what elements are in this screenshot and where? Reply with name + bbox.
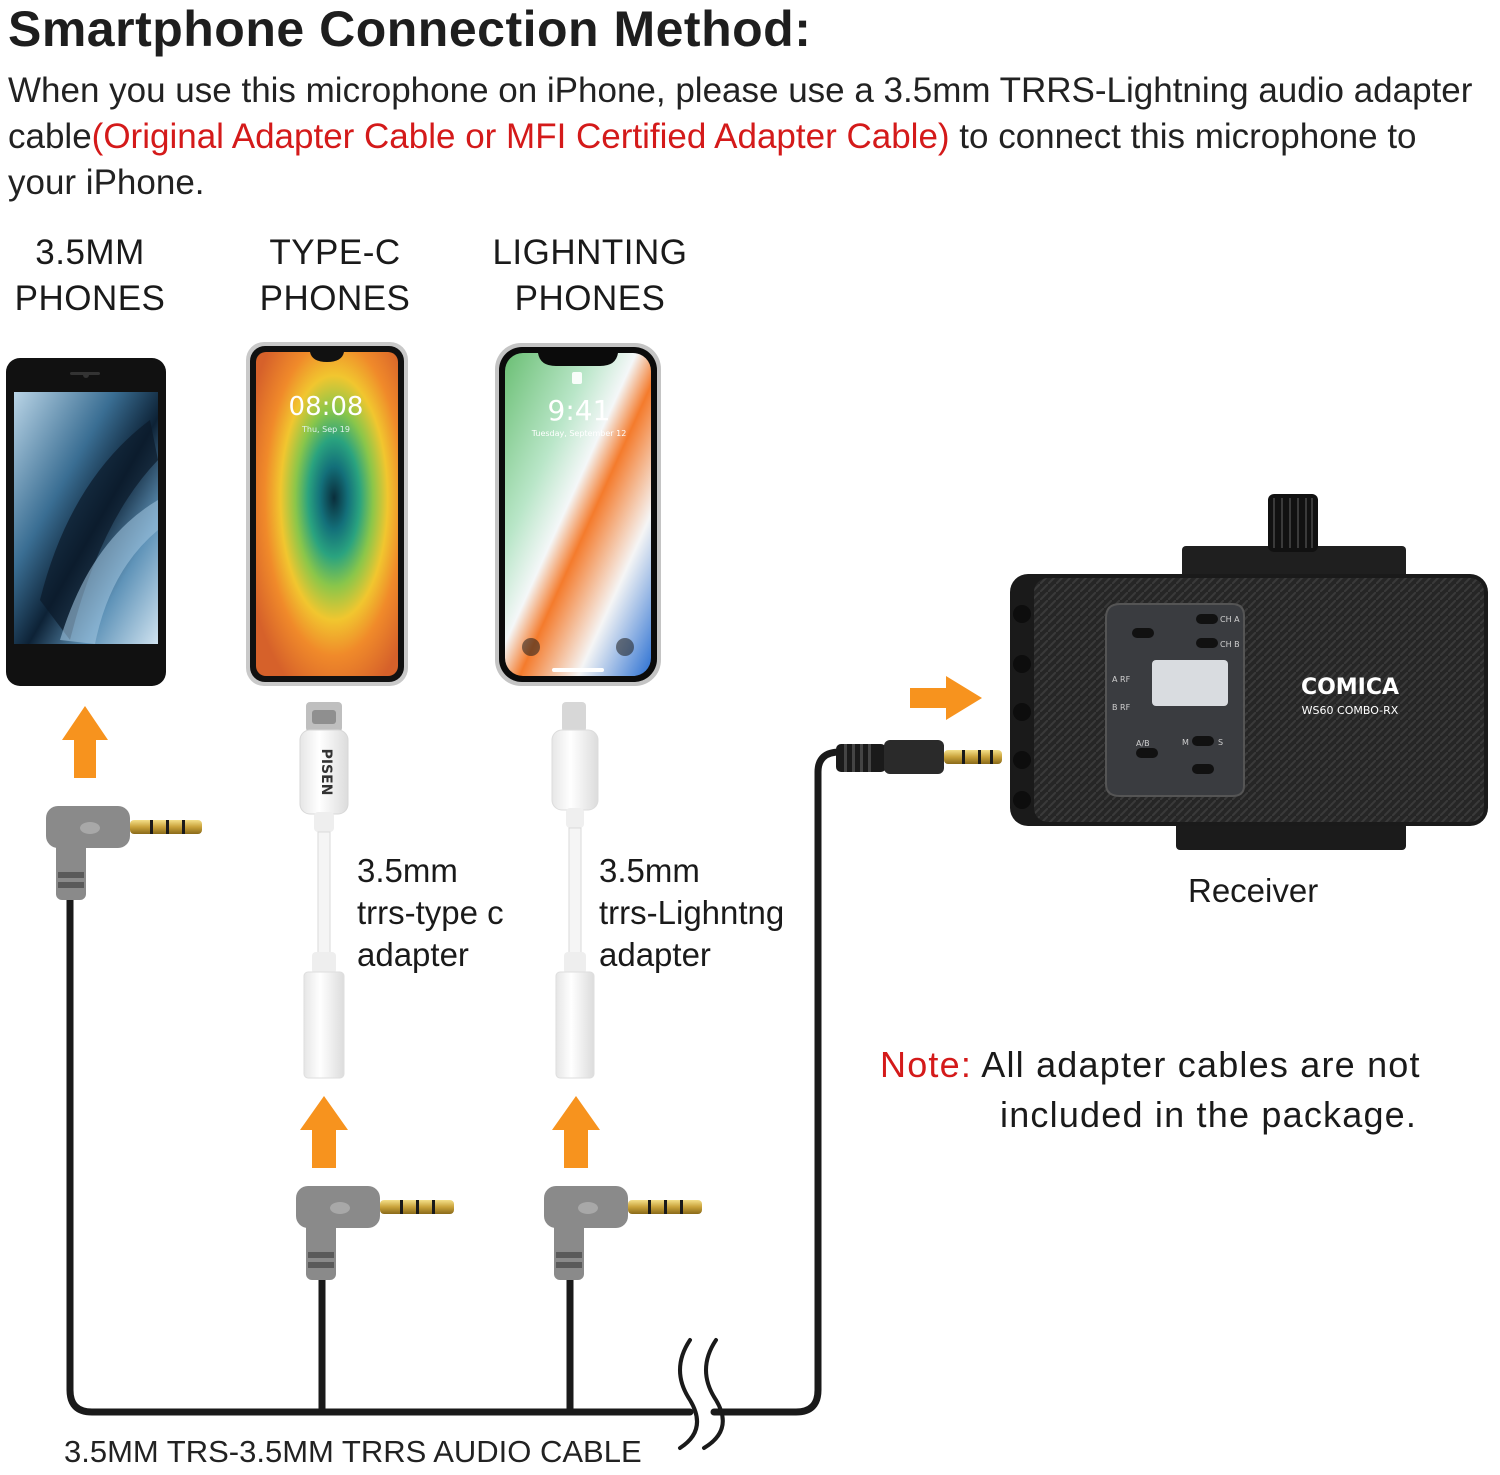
panel-label: A RF xyxy=(1112,675,1131,684)
note: Note: All adapter cables are not included… xyxy=(880,1040,1421,1140)
iphone: 9:41 Tuesday, September 12 xyxy=(495,343,661,686)
camera-icon xyxy=(616,638,634,656)
android-phone xyxy=(6,358,166,686)
arrows xyxy=(62,676,982,1168)
page-title: Smartphone Connection Method: xyxy=(8,1,812,57)
category-line: PHONES xyxy=(14,279,166,318)
typec-phone: 08:08 Thu, Sep 19 xyxy=(246,342,408,686)
category-line: PHONES xyxy=(514,279,666,318)
straight-plug xyxy=(836,740,1002,774)
note-line-1: All adapter cables are not xyxy=(972,1044,1421,1085)
adapter-label-line: 3.5mm xyxy=(599,852,700,889)
category-line: TYPE-C xyxy=(269,233,401,272)
panel-label: CH A xyxy=(1220,615,1240,624)
adapter-label-line: trrs-Lighntng xyxy=(599,894,785,931)
receiver-brand-logo: COMICA xyxy=(1301,675,1399,700)
adapter-label-line: 3.5mm xyxy=(357,852,458,889)
cable-label: 3.5MM TRS-3.5MM TRRS AUDIO CABLE xyxy=(64,1434,642,1469)
note-line-2: included in the package. xyxy=(1000,1094,1418,1135)
category-typec-phones: TYPE-C PHONES xyxy=(245,230,425,322)
receiver-model: WS60 COMBO-RX xyxy=(1302,704,1399,717)
category-35mm-phones: 3.5MM PHONES xyxy=(10,230,170,322)
right-angle-plug xyxy=(544,1186,702,1280)
panel-label: CH B xyxy=(1220,640,1240,649)
category-line: LIGHNTING xyxy=(492,233,688,272)
intro-text-1: When you use this microphone on iPhone, … xyxy=(8,71,1473,156)
right-angle-plug xyxy=(46,806,202,900)
typec-adapter-label: 3.5mm trrs-type c adapter xyxy=(357,850,504,976)
arrow-up-icon xyxy=(62,706,108,778)
receiver-device: CH A CH B A RF B RF A/B M S COMICA WS60 … xyxy=(1010,494,1488,850)
flashlight-icon xyxy=(522,638,540,656)
arrow-up-icon xyxy=(300,1096,348,1168)
typec-adapter: PISEN xyxy=(299,702,349,1079)
adapter-label-line: adapter xyxy=(357,936,469,973)
audio-cable xyxy=(66,748,850,1416)
adapter-label-line: adapter xyxy=(599,936,711,973)
arrow-right-icon xyxy=(910,676,982,720)
typec-lock-date: Thu, Sep 19 xyxy=(301,425,350,434)
intro-highlight: (Original Adapter Cable or MFI Certified… xyxy=(91,117,950,156)
adapter-label-line: trrs-type c xyxy=(357,894,504,931)
typec-lock-time: 08:08 xyxy=(289,392,364,422)
lightning-adapter xyxy=(551,702,599,1079)
adapter-brand-logo: PISEN xyxy=(318,749,334,796)
intro-text-2: to connect this microphone to your iPhon… xyxy=(8,117,1417,202)
category-line: PHONES xyxy=(259,279,411,318)
panel-label: M xyxy=(1182,738,1189,747)
note-key: Note: xyxy=(880,1044,973,1085)
category-line: 3.5MM xyxy=(35,233,145,272)
iphone-lock-date: Tuesday, September 12 xyxy=(531,429,627,438)
cable-break-icon xyxy=(678,1338,725,1450)
lightning-adapter-label: 3.5mm trrs-Lighntng adapter xyxy=(599,850,784,976)
iphone-lock-time: 9:41 xyxy=(548,394,611,427)
right-angle-plug xyxy=(296,1186,454,1280)
arrow-up-icon xyxy=(552,1096,600,1168)
panel-label: B RF xyxy=(1112,703,1131,712)
panel-label: S xyxy=(1218,738,1223,747)
panel-label: A/B xyxy=(1136,739,1150,748)
intro-paragraph: When you use this microphone on iPhone, … xyxy=(8,68,1488,206)
category-lightning-phones: LIGHNTING PHONES xyxy=(480,230,700,322)
receiver-label: Receiver xyxy=(1188,872,1319,909)
